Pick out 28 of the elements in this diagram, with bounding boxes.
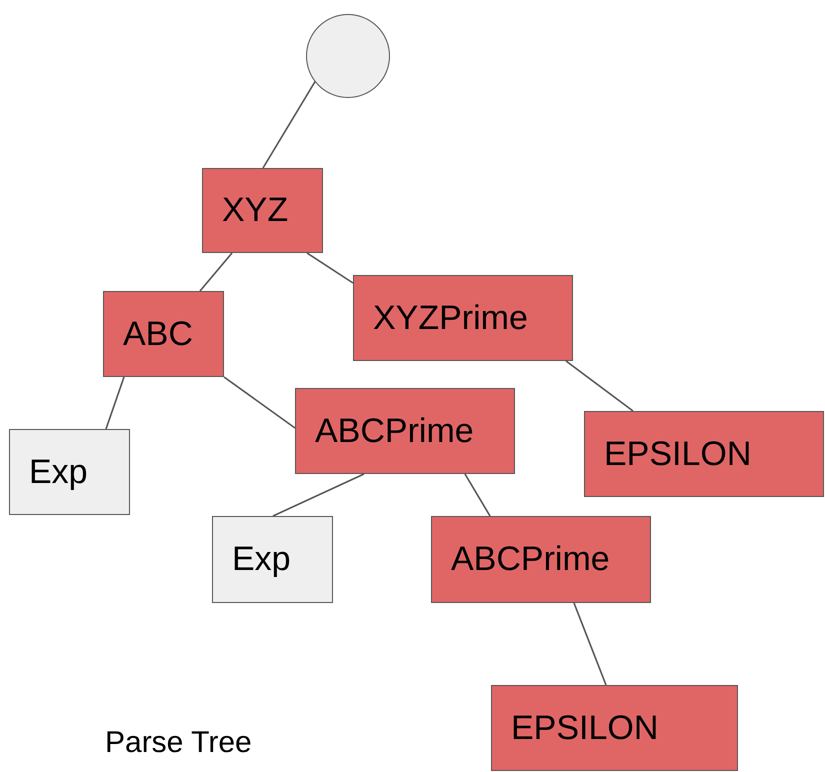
diagram-caption: Parse Tree [105,726,252,760]
leaf-node-box [9,429,130,515]
node-label: Exp [231,540,291,579]
connector-line [105,376,125,430]
connector-line [573,602,607,686]
node-label: ABCPrime [450,540,610,579]
rule-node-box [491,685,738,771]
node-label: ABCPrime [314,412,474,450]
rule-node-box [431,516,651,603]
connector-line [566,360,634,412]
node-label: Exp [28,452,88,492]
rule-node-box [103,291,224,377]
rule-node-box [353,275,573,361]
leaf-node-box [212,516,333,603]
connector-line [272,473,364,517]
node-label: EPSILON [603,434,752,474]
connector-line [262,80,317,168]
connector-line [199,252,233,292]
connector-line [224,376,296,429]
connector-line [306,252,354,284]
node-label: XYZPrime [372,298,528,338]
connector-line [464,474,491,516]
rule-node-box [295,388,515,474]
rule-node-box [584,411,824,497]
node-label: ABC [122,314,193,354]
node-label: EPSILON [510,708,658,748]
node-label: XYZ [221,191,288,230]
rule-node-box [202,168,323,253]
